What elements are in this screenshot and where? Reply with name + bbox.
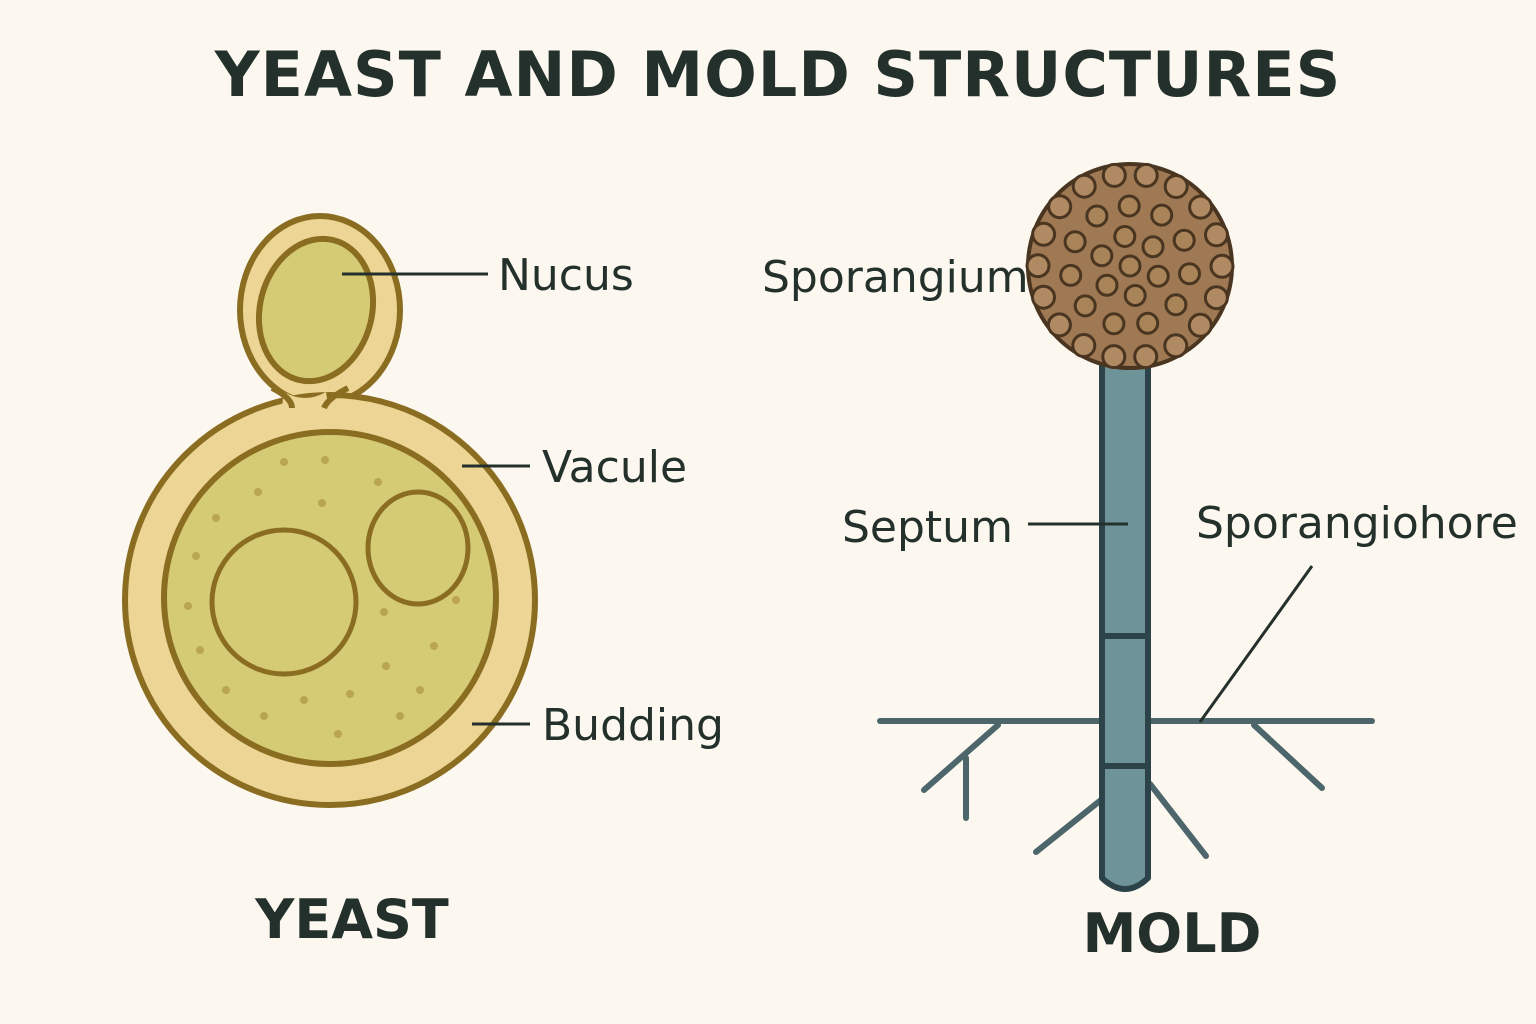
spore [1073, 294, 1097, 318]
spore [1025, 253, 1051, 279]
spore [1163, 333, 1189, 359]
spore [1164, 293, 1188, 317]
sporangiophore-leader-line [1198, 565, 1314, 723]
cytoplasm-granules [184, 456, 460, 738]
spore [1071, 173, 1097, 199]
spore [1188, 194, 1214, 220]
spore [1141, 235, 1165, 259]
diagram-title: YEAST AND MOLD STRUCTURES [214, 38, 1342, 111]
sporangiophore-stalk [1099, 347, 1151, 892]
spore [1063, 230, 1087, 254]
yeast-cell [122, 213, 538, 808]
spore [1178, 262, 1201, 286]
spore [1031, 221, 1057, 247]
spore [1102, 312, 1126, 336]
spore [1117, 194, 1141, 218]
spores [1025, 162, 1235, 370]
spore [1113, 225, 1137, 248]
spore [1101, 162, 1127, 188]
sporangiophore-label: Sporangiohore [1196, 498, 1518, 549]
spore [1163, 174, 1189, 199]
spore [1203, 285, 1229, 311]
bud-neck [270, 385, 350, 420]
spore [1031, 284, 1056, 310]
budding-label: Budding [542, 700, 724, 751]
vacuole-large [209, 527, 359, 677]
mold-caption: MOLD [1083, 902, 1262, 965]
sporangium-label: Sporangium [762, 252, 1029, 303]
yeast-caption: YEAST [254, 888, 449, 951]
spore [1090, 244, 1114, 268]
spore [1133, 162, 1159, 188]
spore [1187, 312, 1213, 338]
spore [1204, 222, 1229, 248]
spore [1059, 263, 1083, 287]
spore [1118, 254, 1142, 278]
spore [1046, 312, 1072, 338]
spore [1150, 203, 1174, 227]
spore [1133, 344, 1159, 370]
vacuole-label: Vacule [542, 442, 687, 493]
spore [1146, 264, 1170, 288]
spore [1209, 253, 1235, 279]
spore [1172, 228, 1196, 252]
sporangium-structure [1025, 162, 1235, 370]
vacuole-small [365, 489, 471, 607]
spore [1047, 194, 1073, 220]
nucleus-label: Nucus [498, 250, 634, 301]
spore [1136, 311, 1160, 335]
spore [1101, 344, 1127, 370]
spore [1071, 333, 1097, 358]
septum-label: Septum [842, 502, 1013, 553]
spore [1095, 273, 1119, 297]
spore [1085, 204, 1109, 228]
spore [1123, 284, 1147, 307]
